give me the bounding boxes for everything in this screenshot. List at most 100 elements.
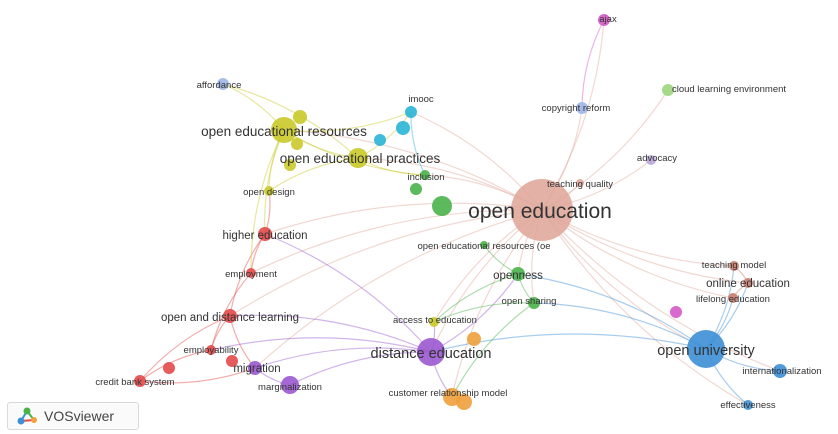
link-openness--access-to-education bbox=[433, 273, 519, 323]
label-affordance[interactable]: affordance bbox=[197, 80, 242, 91]
node-employment[interactable] bbox=[246, 268, 256, 278]
node-migration[interactable] bbox=[248, 361, 262, 375]
app-name: VOSviewer bbox=[44, 408, 115, 424]
link-employment--employability bbox=[210, 272, 252, 351]
label-distance-education[interactable]: distance education bbox=[371, 346, 492, 362]
link-open-education--internationalization bbox=[541, 209, 781, 372]
label-open-university[interactable]: open university bbox=[657, 343, 755, 359]
node-open-sharing[interactable] bbox=[528, 297, 540, 309]
node-marginalization[interactable] bbox=[281, 376, 299, 394]
node-open-educational-resources[interactable] bbox=[271, 117, 297, 143]
label-open-educational-resources-oe[interactable]: open educational resources (oe bbox=[417, 241, 550, 252]
node-access-to-education[interactable] bbox=[429, 317, 439, 327]
link-distance-education--open-and-distance-learning bbox=[229, 314, 432, 353]
node-open-design[interactable] bbox=[264, 186, 274, 196]
link-credit-bank-system--migration bbox=[139, 367, 256, 384]
node-open-university[interactable] bbox=[687, 330, 725, 368]
node-open-educational-practices[interactable] bbox=[348, 148, 368, 168]
label-higher-education[interactable]: higher education bbox=[222, 230, 307, 242]
node-dot-yellow-a[interactable] bbox=[293, 110, 307, 124]
node-open-education[interactable] bbox=[511, 179, 573, 241]
network-nodes bbox=[134, 14, 787, 410]
link-imooc--inclusion bbox=[410, 111, 426, 176]
link-open-educational-resources--imooc bbox=[283, 111, 412, 132]
link-higher-education--open-and-distance-learning bbox=[229, 233, 266, 317]
link-open-education--open-educational-resources bbox=[283, 129, 543, 211]
node-openness[interactable] bbox=[511, 267, 525, 281]
link-distance-education--higher-education bbox=[264, 233, 432, 353]
node-open-and-distance-learning[interactable] bbox=[223, 309, 237, 323]
label-lifelong-education[interactable]: lifelong education bbox=[696, 294, 770, 305]
label-effectiveness[interactable]: effectiveness bbox=[720, 400, 776, 411]
node-imooc[interactable] bbox=[405, 106, 417, 118]
node-open-educational-resources-oe[interactable] bbox=[480, 241, 488, 249]
link-open-educational-resources--higher-education bbox=[264, 129, 285, 235]
label-employment[interactable]: employment bbox=[225, 269, 277, 280]
node-affordance[interactable] bbox=[217, 78, 229, 90]
link-open-education--migration bbox=[254, 209, 543, 369]
label-open-design[interactable]: open design bbox=[243, 187, 295, 198]
node-dot-red-b[interactable] bbox=[163, 362, 175, 374]
node-distance-education[interactable] bbox=[417, 338, 445, 366]
label-inclusion[interactable]: inclusion bbox=[408, 172, 445, 183]
label-openness[interactable]: openness bbox=[493, 270, 543, 282]
node-credit-bank-system[interactable] bbox=[134, 375, 146, 387]
label-marginalization[interactable]: marginalization bbox=[258, 382, 322, 393]
node-online-education[interactable] bbox=[743, 278, 753, 288]
link-open-sharing--access-to-education bbox=[433, 302, 535, 323]
label-online-education[interactable]: online education bbox=[706, 278, 790, 290]
label-access-to-education[interactable]: access to education bbox=[393, 315, 477, 326]
node-lifelong-education[interactable] bbox=[728, 293, 738, 303]
node-dot-pink-a[interactable] bbox=[670, 306, 682, 318]
link-open-university--openness bbox=[517, 273, 707, 350]
node-cloud-learning-environment[interactable] bbox=[662, 84, 674, 96]
node-dot-red-a[interactable] bbox=[226, 355, 238, 367]
label-copyright-reform[interactable]: copyright reform bbox=[542, 103, 611, 114]
link-distance-education--marginalization bbox=[289, 351, 432, 386]
label-advocacy[interactable]: advocacy bbox=[637, 153, 677, 164]
link-open-education--open-university bbox=[541, 209, 707, 350]
label-employability[interactable]: employability bbox=[184, 345, 239, 356]
node-advocacy[interactable] bbox=[646, 155, 656, 165]
node-teaching-model[interactable] bbox=[729, 261, 739, 271]
link-open-education--open-and-distance-learning bbox=[229, 209, 543, 317]
label-ajax[interactable]: ajax bbox=[599, 14, 617, 25]
node-employability[interactable] bbox=[206, 345, 216, 355]
label-customer-relationship-model[interactable]: customer relationship model bbox=[389, 388, 508, 399]
node-teaching-quality[interactable] bbox=[576, 179, 584, 187]
node-effectiveness[interactable] bbox=[743, 400, 753, 410]
node-dot-cyan-b[interactable] bbox=[374, 134, 386, 146]
node-internationalization[interactable] bbox=[773, 364, 787, 378]
label-open-and-distance-learning[interactable]: open and distance learning bbox=[161, 312, 299, 324]
label-open-education[interactable]: open education bbox=[468, 200, 612, 223]
label-internationalization[interactable]: internationalization bbox=[742, 366, 821, 377]
node-dot-cyan-a[interactable] bbox=[396, 121, 410, 135]
link-distance-education--employability bbox=[210, 337, 432, 353]
link-employability--credit-bank-system bbox=[139, 349, 212, 382]
node-dot-orange-a[interactable] bbox=[467, 332, 481, 346]
label-open-educational-practices[interactable]: open educational practices bbox=[280, 151, 441, 166]
vosviewer-badge: VOSviewer bbox=[7, 402, 139, 430]
label-credit-bank-system[interactable]: credit bank system bbox=[95, 377, 174, 388]
link-open-education--effectiveness bbox=[541, 209, 749, 406]
node-inclusion[interactable] bbox=[420, 170, 430, 180]
network-labels: open education open university distance ed… bbox=[95, 14, 821, 411]
label-open-educational-resources[interactable]: open educational resources bbox=[201, 124, 367, 139]
label-teaching-model[interactable]: teaching model bbox=[702, 260, 766, 271]
node-higher-education[interactable] bbox=[258, 227, 272, 241]
link-open-education--employment bbox=[250, 209, 543, 274]
label-teaching-quality[interactable]: teaching quality bbox=[547, 179, 613, 190]
label-imooc[interactable]: imooc bbox=[408, 94, 434, 105]
node-copyright-reform[interactable] bbox=[576, 102, 588, 114]
label-migration[interactable]: migration bbox=[233, 363, 280, 375]
node-ajax[interactable] bbox=[598, 14, 610, 26]
node-dot-yellow-c[interactable] bbox=[284, 159, 296, 171]
link-open-university--open-sharing bbox=[533, 302, 707, 350]
node-dot-yellow-b[interactable] bbox=[291, 138, 303, 150]
node-dot-green-b[interactable] bbox=[410, 183, 422, 195]
node-customer-relationship-model[interactable] bbox=[443, 388, 461, 406]
node-dot-green-a[interactable] bbox=[432, 196, 452, 216]
label-cloud-learning-environment[interactable]: cloud learning environment bbox=[672, 84, 786, 95]
label-open-sharing[interactable]: open sharing bbox=[502, 296, 557, 307]
